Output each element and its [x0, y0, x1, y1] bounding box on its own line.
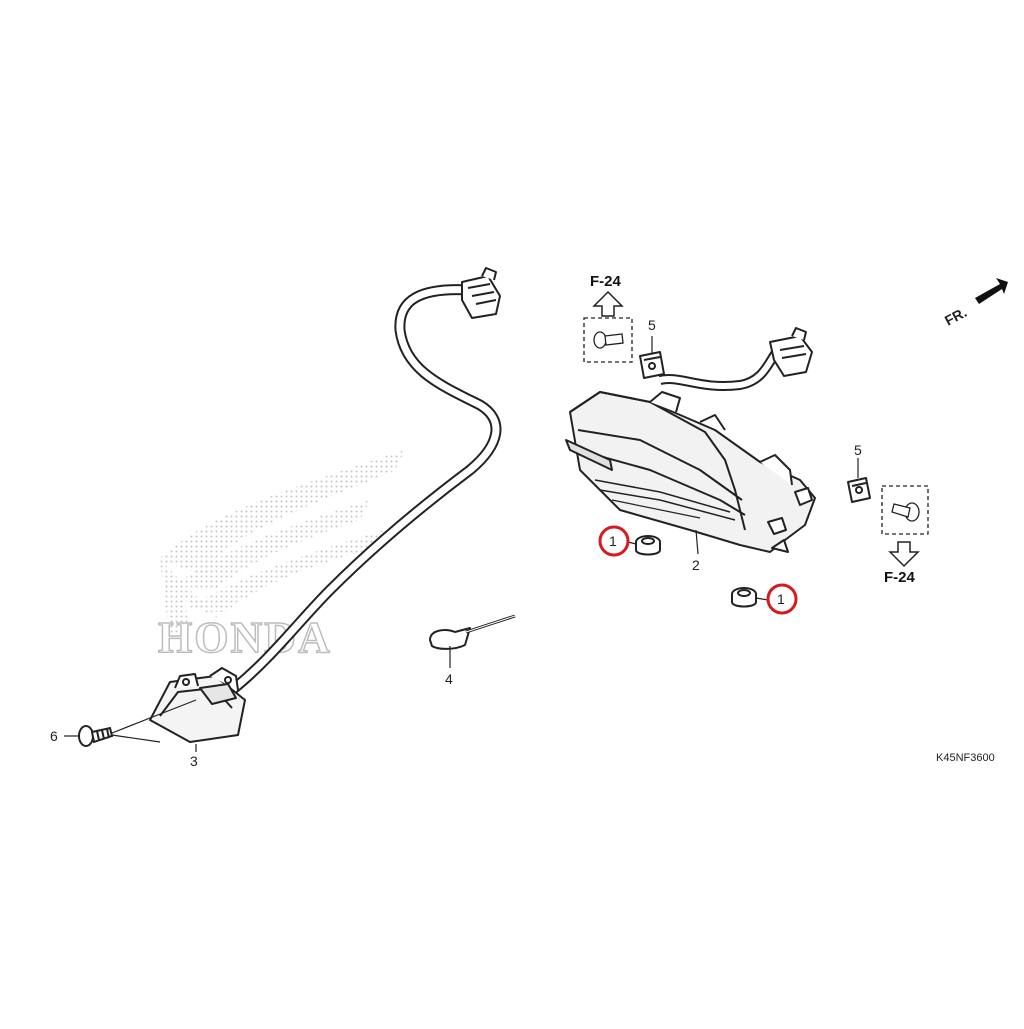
leader-lines-left — [64, 699, 197, 752]
honda-wing-watermark: HONDA — [157, 450, 405, 663]
callout-1b[interactable]: 1 — [777, 591, 785, 607]
callout-6[interactable]: 6 — [50, 728, 58, 744]
sensor-unit-part-3 — [149, 667, 246, 743]
grommet-part-1b — [731, 587, 757, 608]
ref-box-bottom — [881, 485, 929, 535]
callout-4[interactable]: 4 — [445, 671, 453, 687]
callout-3[interactable]: 3 — [190, 753, 198, 769]
grommet-part-1a — [635, 535, 661, 556]
ref-box-top — [583, 317, 633, 363]
direction-label: FR. — [942, 304, 969, 329]
clip-nut-part-5a — [639, 351, 665, 379]
front-direction-arrow-icon: FR. — [942, 278, 1008, 329]
tail-light-part-2 — [565, 327, 816, 553]
highlight-circle-1b — [766, 583, 798, 615]
callout-2[interactable]: 2 — [692, 557, 700, 573]
highlight-circle-1a — [598, 525, 630, 557]
highlight-circles — [598, 525, 798, 615]
ref-top-label[interactable]: F-24 — [590, 273, 622, 290]
down-arrow-icon — [888, 541, 920, 568]
callout-1a[interactable]: 1 — [609, 533, 617, 549]
screw-part-6 — [78, 725, 114, 747]
leader-lines-right — [627, 336, 859, 601]
callout-5b[interactable]: 5 — [854, 442, 862, 458]
ref-bottom-label[interactable]: F-24 — [884, 569, 916, 586]
harness-connector-left — [461, 267, 501, 319]
callout-5a[interactable]: 5 — [648, 317, 656, 333]
diagram-code: K45NF3600 — [936, 752, 995, 764]
clip-nut-part-5b — [847, 477, 871, 503]
up-arrow-icon — [592, 290, 624, 317]
sensor-harness — [226, 284, 502, 696]
cable-tie-part-4 — [429, 614, 516, 668]
